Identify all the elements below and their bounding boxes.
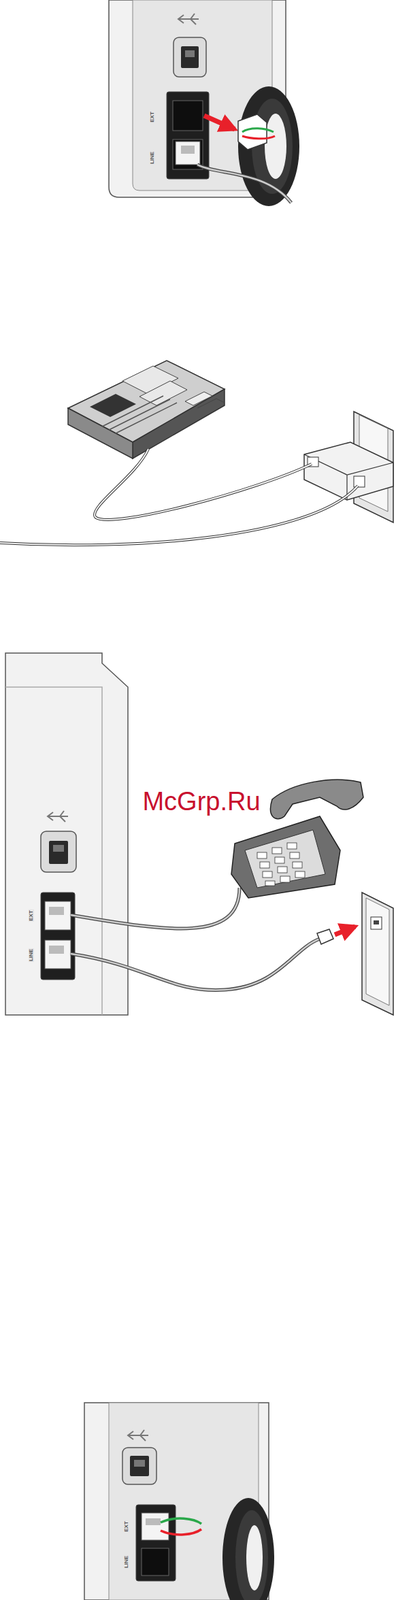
- printer-phone-setup-part: [317, 929, 334, 945]
- printer-back-part: [134, 1460, 145, 1467]
- printer-phone-setup: [5, 653, 394, 1016]
- printer-back-part: [160, 1518, 202, 1525]
- printer-phone-setup-part-part: [257, 852, 267, 859]
- printer-phone-setup-part: [361, 892, 394, 1016]
- port-label: LINE: [123, 1555, 130, 1570]
- printer-phone-setup-part: [40, 892, 75, 980]
- splitter-setup-part: [139, 381, 188, 406]
- port-label: EXT: [28, 909, 35, 922]
- printer-back-part: [180, 46, 199, 69]
- printer-phone-setup-part-part: [259, 862, 270, 869]
- printer-phone-setup-part: [47, 811, 69, 822]
- printer-phone-setup-part: [334, 926, 356, 935]
- printer-phone-setup-part: [48, 906, 64, 916]
- printer-back-part: [178, 13, 199, 25]
- printer-phone-setup-part: [257, 843, 305, 886]
- printer-phone-setup-part-part: [272, 847, 282, 854]
- printer-phone-setup-part: [231, 816, 341, 899]
- printer-back-part: [180, 145, 195, 154]
- printer-back-part: [246, 1525, 263, 1591]
- splitter-setup-part: [0, 485, 358, 546]
- port-label: LINE: [149, 151, 156, 165]
- printer-back-part: [175, 141, 201, 165]
- printer-phone-setup-part: [48, 945, 64, 954]
- printer-back-part: [185, 50, 195, 58]
- printer-back-part: [242, 136, 275, 139]
- splitter-setup-part: [185, 391, 213, 406]
- port-label: EXT: [149, 110, 156, 124]
- splitter-setup-part: [94, 449, 312, 520]
- printer-back-part: [145, 1518, 161, 1526]
- printer-phone-setup-part: [44, 901, 71, 931]
- printer-phone-setup-part-part: [265, 881, 275, 886]
- printer-phone-setup-part: [70, 938, 320, 990]
- splitter-setup: [0, 360, 394, 546]
- splitter-setup-part: [197, 398, 225, 409]
- printer-phone-setup-part-part: [277, 866, 288, 873]
- printer-back-part: [222, 1498, 275, 1600]
- printer-back-part: [129, 1456, 150, 1477]
- printer-back: [108, 0, 300, 207]
- printer-back-part: [136, 1505, 176, 1582]
- printer-back-part: [122, 1447, 157, 1485]
- splitter-setup-part: [0, 485, 358, 546]
- printer-phone-setup-part-part: [280, 876, 290, 883]
- printer-phone-setup-part: [44, 940, 71, 969]
- printer-back-part: [127, 1430, 149, 1442]
- printer-back-part: [235, 1510, 269, 1600]
- printer-phone-setup-part: [70, 887, 240, 929]
- printer-phone-setup-part: [366, 898, 390, 1006]
- printer-back-part: [141, 1513, 169, 1541]
- printer-back-part: [173, 37, 207, 77]
- printer-phone-setup-part-part: [274, 857, 285, 864]
- printer-back-part: [160, 1529, 202, 1536]
- printer-back: [84, 1403, 275, 1600]
- printer-phone-setup-part: [5, 687, 103, 1016]
- port-label: LINE: [28, 948, 35, 963]
- printer-phone-setup-part: [373, 920, 379, 925]
- printer-phone-setup-part: [48, 840, 69, 865]
- printer-phone-setup-part-part: [292, 862, 303, 869]
- printer-phone-setup-part: [244, 830, 326, 888]
- printer-phone-setup-part: [53, 845, 64, 852]
- printer-back-part: [204, 115, 235, 130]
- printer-phone-setup-part: [40, 831, 77, 873]
- printer-phone-setup-part: [70, 938, 320, 990]
- printer-back-part: [238, 86, 300, 207]
- splitter-setup-part: [353, 476, 365, 488]
- port-label: EXT: [123, 1520, 130, 1533]
- printer-phone-setup-part: [270, 779, 364, 820]
- printer-back-part: [141, 1548, 169, 1576]
- printer-back-part: [172, 100, 203, 131]
- splitter-setup-part: [304, 442, 394, 501]
- printer-back-part: [197, 164, 292, 203]
- printer-phone-setup-part: [70, 887, 240, 929]
- printer-phone-setup-part-part: [289, 852, 300, 859]
- printer-phone-setup-part: [370, 917, 382, 930]
- printer-phone-setup-part-part: [287, 843, 297, 850]
- printer-back-part: [264, 113, 287, 179]
- printer-back-part: [242, 128, 274, 132]
- printer-phone-setup-part-part: [295, 871, 305, 878]
- splitter-setup-part: [94, 449, 312, 520]
- printer-phone-setup-part-part: [262, 871, 273, 878]
- watermark: McGrp.Ru: [142, 788, 260, 815]
- splitter-setup-part: [102, 396, 177, 434]
- printer-back-part: [197, 164, 292, 203]
